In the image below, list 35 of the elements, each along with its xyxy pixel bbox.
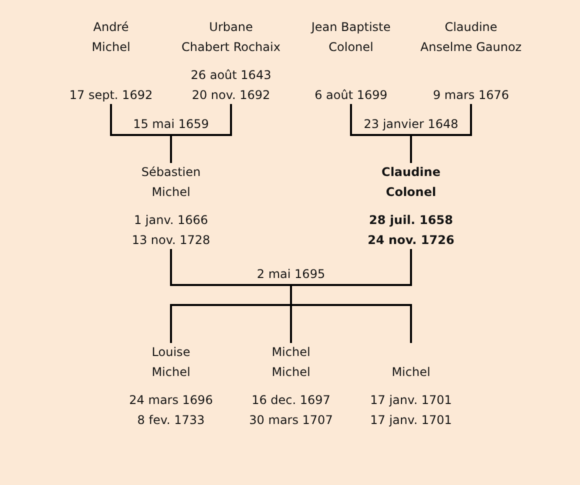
family-name: Chabert Rochaix	[182, 39, 280, 56]
given-name: Urbane	[209, 19, 253, 36]
birth-date: 17 janv. 1701	[370, 392, 452, 409]
death-date: 17 janv. 1701	[370, 412, 452, 429]
given-name: Claudine	[444, 19, 498, 36]
birth-date: 16 dec. 1697	[252, 392, 330, 409]
given-name: Claudine	[382, 164, 440, 181]
family-name: Colonel	[386, 184, 436, 201]
birth-date: 24 mars 1696	[129, 392, 213, 409]
family-name: Michel	[152, 184, 190, 201]
death-date: 20 nov. 1692	[192, 87, 270, 104]
family-name: Michel	[392, 364, 430, 381]
connector-line	[110, 104, 232, 163]
given-name: Jean Baptiste	[311, 19, 391, 36]
family-name: Colonel	[328, 39, 374, 56]
family-name: Michel	[92, 39, 130, 56]
death-date: 13 nov. 1728	[132, 232, 210, 249]
death-date: 24 nov. 1726	[368, 232, 454, 249]
given-name: André	[93, 19, 129, 36]
family-name: Michel	[272, 364, 310, 381]
connector-line	[170, 249, 412, 343]
family-name: Michel	[152, 364, 190, 381]
connector-line	[350, 104, 472, 163]
death-date: 8 fev. 1733	[137, 412, 205, 429]
birth-date: 1 janv. 1666	[134, 212, 208, 229]
death-date: 6 août 1699	[314, 87, 388, 104]
given-name: Sébastien	[141, 164, 201, 181]
death-date: 30 mars 1707	[249, 412, 333, 429]
birth-date: 26 août 1643	[190, 67, 272, 84]
given-name: Louise	[152, 344, 190, 361]
given-name: Michel	[272, 344, 310, 361]
birth-date: 28 juil. 1658	[369, 212, 453, 229]
death-date: 17 sept. 1692	[69, 87, 153, 104]
death-date: 9 mars 1676	[432, 87, 510, 104]
family-name: Anselme Gaunoz	[420, 39, 522, 56]
